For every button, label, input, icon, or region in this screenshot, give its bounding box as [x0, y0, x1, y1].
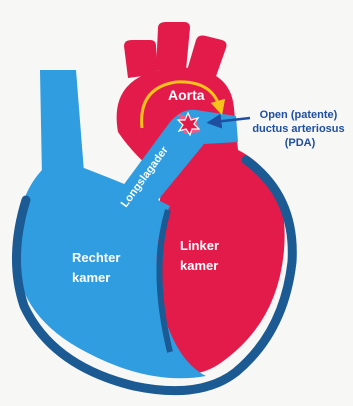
- pda-label: Open (patente) ductus arteriosus (PDA): [252, 109, 347, 149]
- aorta-label: Aorta: [168, 87, 205, 103]
- superior-vena-cava: [40, 70, 84, 178]
